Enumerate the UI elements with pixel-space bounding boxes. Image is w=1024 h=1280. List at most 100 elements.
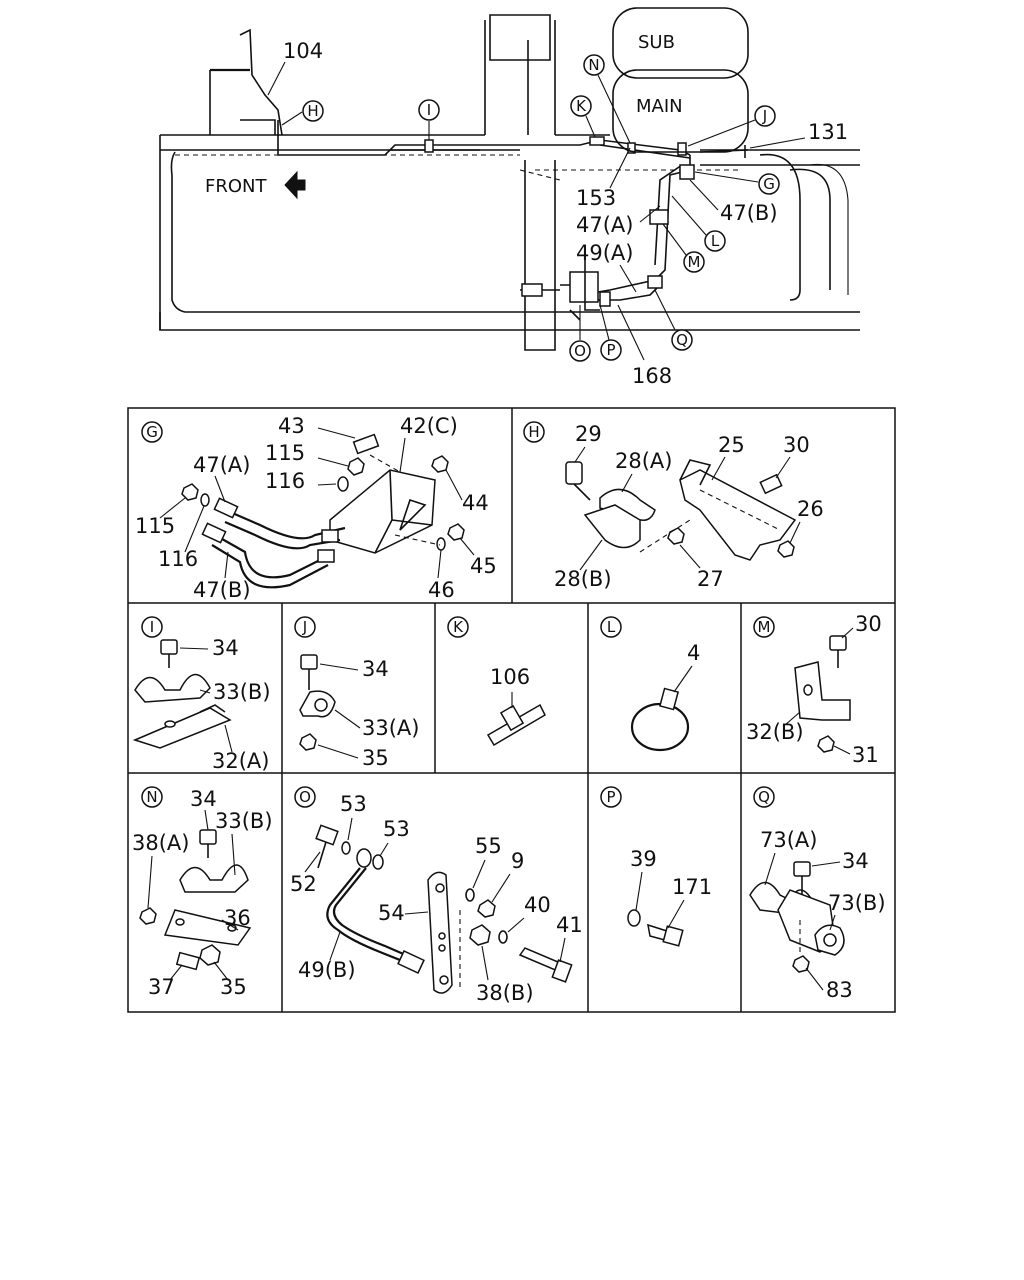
callout-g: G	[694, 171, 780, 195]
panel-n-label-33b: 33(B)	[215, 809, 273, 833]
detail-grid	[127, 407, 896, 1013]
panel-o-label-49b: 49(B)	[298, 958, 356, 982]
panel-j-label-33a: 33(A)	[362, 716, 419, 740]
panel-i-label-33b: 33(B)	[213, 680, 271, 704]
svg-text:I: I	[150, 618, 154, 636]
panel-p: P 39 171	[600, 786, 712, 947]
svg-text:P: P	[606, 341, 615, 359]
panel-g-label-46: 46	[428, 578, 455, 602]
panel-m-label-32b: 32(B)	[746, 720, 804, 744]
panel-g-label-43: 43	[278, 414, 305, 438]
panel-i-label-34: 34	[212, 636, 239, 660]
panel-m: M 30 32(B) 31	[746, 612, 882, 767]
main-tank-label: MAIN	[636, 96, 683, 117]
svg-text:G: G	[763, 175, 775, 193]
svg-text:O: O	[299, 788, 311, 806]
callout-h: H	[281, 100, 324, 126]
callout-j: J	[687, 105, 776, 147]
panel-o-label-41: 41	[556, 913, 583, 937]
panel-q: Q 73(A) 34 73(B) 83	[749, 786, 886, 1002]
panel-g-label-116a: 116	[265, 469, 305, 493]
panel-p-label-171: 171	[672, 875, 712, 899]
part-label-47b: 47(B)	[720, 201, 778, 225]
svg-text:J: J	[302, 618, 307, 636]
panel-j-label-34: 34	[362, 657, 389, 681]
svg-text:M: M	[758, 618, 771, 636]
panel-n: N 34 33(B) 38(A) 36 37 35	[132, 786, 273, 999]
panel-g-label-45: 45	[470, 554, 497, 578]
panel-g-label-47b: 47(B)	[193, 578, 251, 602]
callout-n: N	[583, 54, 631, 144]
panel-i-label-32a: 32(A)	[212, 749, 269, 773]
callout-o: O	[569, 305, 591, 362]
panel-n-label-36: 36	[224, 906, 251, 930]
svg-text:K: K	[453, 618, 464, 636]
svg-text:G: G	[146, 423, 158, 441]
panel-g: G 43 42(C) 115 116 47(A)	[135, 414, 497, 602]
panel-q-label-73a: 73(A)	[760, 828, 817, 852]
overview-drawing	[159, 7, 860, 351]
panel-o: O 53 53 52 55 9 54 40	[290, 786, 583, 1005]
callout-i: I	[418, 99, 440, 140]
main-tank	[612, 69, 749, 153]
svg-text:N: N	[588, 56, 599, 74]
panel-h-label-29: 29	[575, 422, 602, 446]
part-label-168: 168	[632, 364, 672, 388]
svg-text:H: H	[307, 102, 318, 120]
panel-n-label-35: 35	[220, 975, 247, 999]
panel-i: I 34 33(B) 32(A)	[132, 616, 271, 773]
part-label-47a: 47(A)	[576, 213, 633, 237]
svg-text:K: K	[576, 97, 587, 115]
svg-text:P: P	[606, 788, 615, 806]
panel-k-label-106: 106	[490, 665, 530, 689]
svg-text:H: H	[528, 423, 539, 441]
front-label: FRONT	[205, 176, 267, 197]
panel-o-label-38b: 38(B)	[476, 981, 534, 1005]
panel-g-label-42c: 42(C)	[400, 414, 458, 438]
part-label-49a: 49(A)	[576, 241, 633, 265]
panel-g-label-44: 44	[462, 491, 489, 515]
panel-h-label-28a: 28(A)	[615, 449, 672, 473]
panel-o-label-52: 52	[290, 872, 317, 896]
panel-o-label-53b: 53	[383, 817, 410, 841]
panel-g-label-47a: 47(A)	[193, 453, 250, 477]
callout-l: L	[671, 195, 726, 252]
part-label-153: 153	[576, 186, 616, 210]
panel-g-label-116b: 116	[158, 547, 198, 571]
panel-h: H 29 28(A) 25 30 26 28(B) 27	[523, 421, 824, 591]
svg-text:Q: Q	[676, 331, 688, 349]
svg-text:I: I	[427, 101, 431, 119]
panel-l-label-4: 4	[687, 641, 700, 665]
panel-l: L 4	[600, 616, 700, 752]
panel-h-label-27: 27	[697, 567, 724, 591]
panel-n-label-38a: 38(A)	[132, 831, 189, 855]
panel-j: J 34 33(A) 35	[294, 616, 419, 770]
panel-o-label-40: 40	[524, 893, 551, 917]
svg-text:Q: Q	[758, 788, 770, 806]
panel-h-label-25: 25	[718, 433, 745, 457]
callout-q: Q	[654, 289, 693, 351]
part-label-104: 104	[283, 39, 323, 63]
svg-text:J: J	[762, 107, 767, 125]
panel-o-label-55: 55	[475, 834, 502, 858]
panel-q-label-83: 83	[826, 978, 853, 1002]
panel-j-label-35: 35	[362, 746, 389, 770]
part-label-131: 131	[808, 120, 848, 144]
panel-q-label-73b: 73(B)	[828, 891, 886, 915]
callout-m: M	[662, 223, 705, 273]
panel-g-label-115b: 115	[135, 514, 175, 538]
panel-q-label-34: 34	[842, 849, 869, 873]
sub-tank	[612, 7, 749, 79]
svg-text:M: M	[688, 253, 701, 271]
svg-text:N: N	[146, 788, 157, 806]
panel-o-label-53a: 53	[340, 792, 367, 816]
panel-o-label-54: 54	[378, 901, 405, 925]
sub-tank-label: SUB	[638, 32, 675, 53]
panel-g-label-115a: 115	[265, 441, 305, 465]
panel-p-label-39: 39	[630, 847, 657, 871]
front-arrow-icon	[284, 170, 306, 200]
panel-h-label-26: 26	[797, 497, 824, 521]
svg-text:O: O	[574, 342, 586, 360]
panel-k: K 106	[447, 616, 546, 747]
